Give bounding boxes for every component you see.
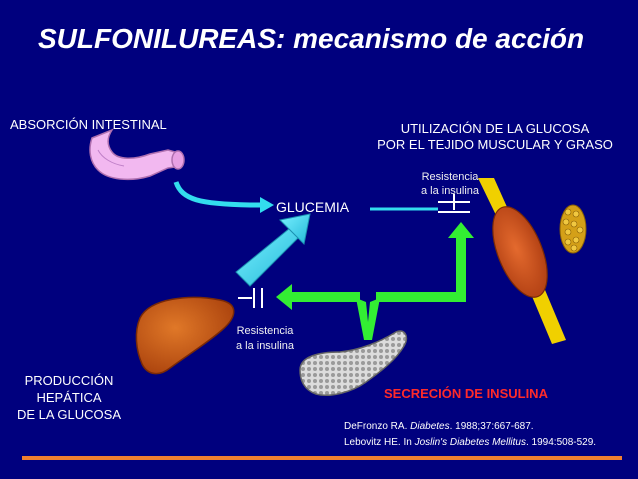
liver-resistance-symbol: [238, 288, 263, 308]
reference-2-journal: Joslin's Diabetes Mellitus: [414, 437, 526, 448]
label-produccion-2: HEPÁTICA: [36, 390, 102, 405]
insulin-secretion-arrows: [276, 222, 474, 340]
label-resistencia-mid-2: a la insulina: [235, 340, 295, 352]
hepatic-production-arrow: [235, 213, 311, 287]
label-produccion-1: PRODUCCIÓN: [24, 373, 114, 388]
label-utilizacion-2: POR EL TEJIDO MUSCULAR Y GRASO: [377, 137, 613, 152]
absorption-arrow: [173, 181, 262, 208]
label-resistencia-mid-1: Resistencia: [236, 325, 294, 337]
reference-1: DeFronzo RA. Diabetes. 1988;37:667-687.: [344, 420, 534, 434]
absorption-arrowhead: [260, 197, 274, 213]
label-utilizacion-1: UTILIZACIÓN DE LA GLUCOSA: [400, 121, 590, 136]
liver-icon: [135, 296, 235, 375]
intestine-icon: [89, 128, 185, 181]
label-resistencia-top-2: a la insulina: [420, 185, 480, 197]
reference-2-details: . 1994:508-529.: [526, 437, 597, 448]
reference-1-authors: DeFronzo RA.: [344, 421, 411, 432]
pancreas-icon: [299, 330, 408, 396]
label-absorcion: ABSORCIÓN INTESTINAL: [10, 117, 167, 132]
label-glucemia: GLUCEMIA: [276, 199, 350, 215]
label-produccion-3: DE LA GLUCOSA: [16, 407, 122, 422]
label-secrecion: SECRECIÓN DE INSULINA: [384, 386, 548, 401]
reference-1-journal: Diabetes: [410, 421, 450, 432]
muscle-icon: [478, 178, 566, 344]
label-resistencia-top-1: Resistencia: [421, 171, 479, 183]
reference-2-authors: Lebovitz HE. In: [344, 437, 415, 448]
bottom-rule: [22, 456, 622, 460]
slide-title: SULFONILUREAS: mecanismo de acción: [38, 23, 585, 54]
fat-cells-icon: [559, 204, 587, 254]
reference-2: Lebovitz HE. In Joslin's Diabetes Mellit…: [344, 436, 596, 450]
reference-1-details: . 1988;37:667-687.: [449, 421, 534, 432]
